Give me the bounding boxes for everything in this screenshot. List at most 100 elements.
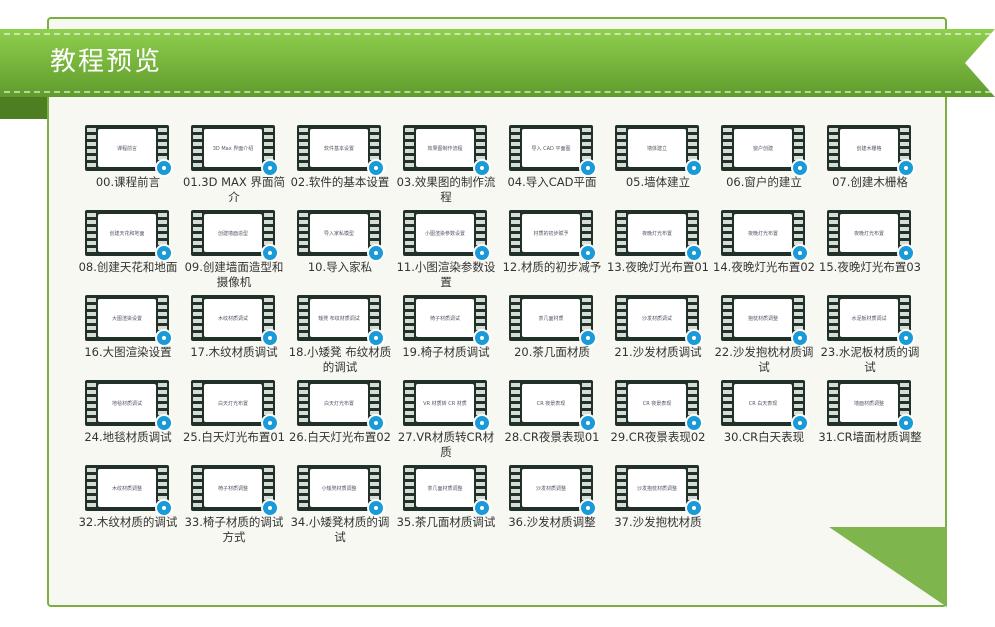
tutorial-label[interactable]: 05.墙体建立 bbox=[625, 175, 691, 189]
tutorial-label[interactable]: 27.VR材质转CR材质 bbox=[397, 430, 495, 459]
tutorial-label[interactable]: 36.沙发材质调整 bbox=[508, 515, 596, 529]
video-thumbnail[interactable]: 茶几面材质 bbox=[509, 295, 597, 347]
video-thumbnail[interactable]: VR 材质转 CR 材质 bbox=[403, 380, 491, 432]
thumbnail-screen: 窗户创建 bbox=[734, 129, 792, 167]
tutorial-label[interactable]: 29.CR夜景表现02 bbox=[610, 430, 706, 444]
film-strip-icon bbox=[617, 468, 626, 508]
tutorial-label[interactable]: 33.椅子材质的调试方式 bbox=[184, 515, 284, 544]
tutorial-label[interactable]: 23.水泥板材质的调试 bbox=[820, 345, 920, 374]
thumbnail-screen: 小矮凳材质调整 bbox=[310, 469, 368, 507]
video-thumbnail[interactable]: 创建天花和地面 bbox=[85, 210, 173, 262]
video-thumbnail[interactable]: 小矮凳材质调整 bbox=[297, 465, 385, 517]
video-thumbnail[interactable]: 抱枕材质调整 bbox=[721, 295, 809, 347]
video-thumbnail[interactable]: 夜晚灯光布置 bbox=[615, 210, 703, 262]
film-reel-icon bbox=[367, 329, 385, 347]
video-thumbnail[interactable]: 材质的初步赋予 bbox=[509, 210, 597, 262]
film-strip-icon bbox=[299, 383, 308, 423]
thumbnail-caption: 矮凳 布纹材质调试 bbox=[318, 315, 360, 322]
video-thumbnail[interactable]: 课程前言 bbox=[85, 125, 173, 177]
tutorial-label[interactable]: 22.沙发抱枕材质调试 bbox=[714, 345, 814, 374]
video-thumbnail[interactable]: 大图渲染设置 bbox=[85, 295, 173, 347]
video-thumbnail[interactable]: 墙体建立 bbox=[615, 125, 703, 177]
film-strip-icon bbox=[370, 468, 379, 508]
thumbnail-caption: 木纹材质调试 bbox=[217, 315, 248, 322]
tutorial-label[interactable]: 13.夜晚灯光布置01 bbox=[607, 260, 709, 274]
tutorial-label[interactable]: 26.白天灯光布置02 bbox=[289, 430, 391, 444]
video-thumbnail[interactable]: 木纹材质调试 bbox=[191, 295, 279, 347]
tutorial-label[interactable]: 28.CR夜景表现01 bbox=[504, 430, 600, 444]
video-thumbnail[interactable]: 茶几面材质调整 bbox=[403, 465, 491, 517]
video-thumbnail[interactable]: 夜晚灯光布置 bbox=[721, 210, 809, 262]
film-strip-icon bbox=[405, 213, 414, 253]
video-thumbnail[interactable]: 夜晚灯光布置 bbox=[827, 210, 915, 262]
video-thumbnail[interactable]: 软件基本设置 bbox=[297, 125, 385, 177]
tutorial-label[interactable]: 21.沙发材质调试 bbox=[614, 345, 702, 359]
video-thumbnail[interactable]: CR 夜景表现 bbox=[509, 380, 597, 432]
film-reel-icon bbox=[579, 499, 597, 517]
tutorial-label[interactable]: 03.效果图的制作流程 bbox=[396, 175, 496, 204]
film-reel-icon bbox=[897, 414, 915, 432]
video-thumbnail[interactable]: 沙发材质调整 bbox=[509, 465, 597, 517]
tutorial-label[interactable]: 14.夜晚灯光布置02 bbox=[713, 260, 815, 274]
tutorial-label[interactable]: 12.材质的初步减予 bbox=[502, 260, 602, 274]
thumbnail-caption: VR 材质转 CR 材质 bbox=[423, 400, 467, 407]
video-thumbnail[interactable]: 沙发材质调试 bbox=[615, 295, 703, 347]
video-thumbnail[interactable]: 椅子材质调试 bbox=[403, 295, 491, 347]
tutorial-label[interactable]: 31.CR墙面材质调整 bbox=[818, 430, 922, 444]
tutorial-label[interactable]: 08.创建天花和地面 bbox=[78, 260, 178, 274]
video-thumbnail[interactable]: 白天灯光布置 bbox=[297, 380, 385, 432]
thumbnail-caption: 创建木栅格 bbox=[856, 145, 882, 152]
tutorial-label[interactable]: 35.茶几面材质调试 bbox=[396, 515, 496, 529]
video-thumbnail[interactable]: 创建木栅格 bbox=[827, 125, 915, 177]
film-reel-icon bbox=[473, 244, 491, 262]
video-thumbnail[interactable]: 矮凳 布纹材质调试 bbox=[297, 295, 385, 347]
thumbnail-caption: 效果图制作流程 bbox=[427, 145, 463, 152]
tutorial-label[interactable]: 24.地毯材质调试 bbox=[84, 430, 172, 444]
tutorial-label[interactable]: 19.椅子材质调试 bbox=[402, 345, 490, 359]
video-thumbnail[interactable]: CR 夜景表现 bbox=[615, 380, 703, 432]
thumbnail-screen: 水泥板材质调试 bbox=[840, 299, 898, 337]
video-thumbnail[interactable]: 3D Max 界面介绍 bbox=[191, 125, 279, 177]
video-thumbnail[interactable]: 白天灯光布置 bbox=[191, 380, 279, 432]
tutorial-label[interactable]: 06.窗户的建立 bbox=[726, 175, 802, 189]
tutorial-label[interactable]: 01.3D MAX 界面简介 bbox=[183, 175, 285, 204]
film-strip-icon bbox=[264, 128, 273, 168]
film-reel-icon bbox=[897, 159, 915, 177]
tutorial-label[interactable]: 20.茶几面材质 bbox=[514, 345, 590, 359]
film-strip-icon bbox=[900, 383, 909, 423]
tutorial-label[interactable]: 30.CR白天表现 bbox=[723, 430, 805, 444]
video-thumbnail[interactable]: 小图渲染参数设置 bbox=[403, 210, 491, 262]
video-thumbnail[interactable]: 沙发抱枕材质调整 bbox=[615, 465, 703, 517]
tutorial-label[interactable]: 07.创建木栅格 bbox=[832, 175, 908, 189]
tutorial-label[interactable]: 10.导入家私 bbox=[307, 260, 373, 274]
video-thumbnail[interactable]: 木纹材质调整 bbox=[85, 465, 173, 517]
tutorial-label[interactable]: 11.小图渲染参数设置 bbox=[396, 260, 496, 289]
video-thumbnail[interactable]: 椅子材质调整 bbox=[191, 465, 279, 517]
thumbnail-caption: 夜晚灯光布置 bbox=[641, 230, 672, 237]
tutorial-label[interactable]: 00.课程前言 bbox=[95, 175, 161, 189]
tutorial-label[interactable]: 02.软件的基本设置 bbox=[290, 175, 390, 189]
video-thumbnail[interactable]: CR 白天表现 bbox=[721, 380, 809, 432]
film-strip-icon bbox=[299, 468, 308, 508]
tutorial-label[interactable]: 16.大图渲染设置 bbox=[84, 345, 172, 359]
tutorial-label[interactable]: 25.白天灯光布置01 bbox=[183, 430, 285, 444]
tutorial-label[interactable]: 18.小矮凳 布纹材质的调试 bbox=[288, 345, 392, 374]
film-strip-icon bbox=[264, 468, 273, 508]
video-thumbnail[interactable]: 导入 CAD 平面图 bbox=[509, 125, 597, 177]
video-thumbnail[interactable]: 水泥板材质调试 bbox=[827, 295, 915, 347]
tutorial-label[interactable]: 04.导入CAD平面 bbox=[507, 175, 597, 189]
tutorial-label[interactable]: 37.沙发抱枕材质 bbox=[614, 515, 702, 529]
video-thumbnail[interactable]: 创建墙面造型 bbox=[191, 210, 279, 262]
video-thumbnail[interactable]: 导入家私模型 bbox=[297, 210, 385, 262]
tutorial-label[interactable]: 09.创建墙面造型和摄像机 bbox=[184, 260, 284, 289]
video-thumbnail[interactable]: 窗户创建 bbox=[721, 125, 809, 177]
tutorial-label[interactable]: 34.小矮凳材质的调试 bbox=[290, 515, 390, 544]
video-thumbnail[interactable]: 墙面材质调整 bbox=[827, 380, 915, 432]
film-reel-icon bbox=[473, 159, 491, 177]
video-thumbnail[interactable]: 地毯材质调试 bbox=[85, 380, 173, 432]
tutorial-label[interactable]: 32.木纹材质的调试 bbox=[78, 515, 178, 529]
video-thumbnail[interactable]: 效果图制作流程 bbox=[403, 125, 491, 177]
thumbnail-screen: 白天灯光布置 bbox=[204, 384, 262, 422]
tutorial-label[interactable]: 17.木纹材质调试 bbox=[190, 345, 278, 359]
tutorial-label[interactable]: 15.夜晚灯光布置03 bbox=[819, 260, 921, 274]
